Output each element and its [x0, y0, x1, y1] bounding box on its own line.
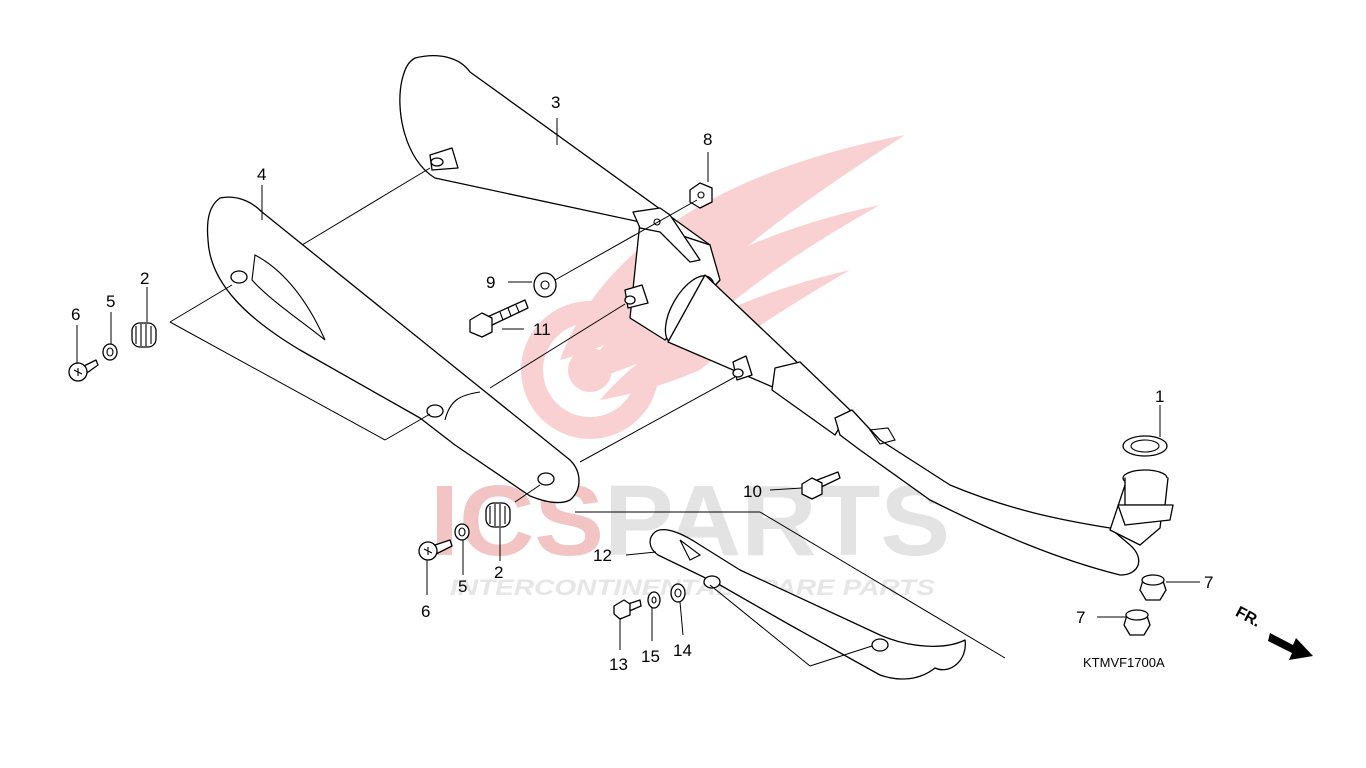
- diagram-code: KTMVF1700A: [1083, 655, 1165, 670]
- callout-13: 13: [609, 655, 628, 674]
- muffler-protector: [206, 196, 580, 504]
- svg-text:INTERCONTINENTAL SPARE PARTS: INTERCONTINENTAL SPARE PARTS: [450, 575, 935, 600]
- callout-5: 5: [106, 292, 115, 311]
- nut-icon: [689, 182, 713, 209]
- callout-9: 9: [486, 273, 495, 292]
- callout-10: 10: [743, 482, 762, 501]
- callout-7: 7: [1204, 573, 1213, 592]
- callout-leaders: [76, 118, 1200, 650]
- gasket-icon: [1122, 435, 1168, 457]
- callout-4: 4: [257, 165, 266, 184]
- assembly-lines: [169, 167, 1006, 667]
- exhaust-pipe-protector: [649, 529, 966, 680]
- screw-icon: [68, 359, 99, 382]
- collar-icon: [454, 523, 470, 541]
- watermark-tagline-a: INTERCONTINENTAL: [450, 575, 732, 600]
- watermark-brand: ICSPARTS INTERCONTINENTAL SPARE PARTS: [430, 465, 950, 600]
- washer-icon: [533, 272, 557, 298]
- clip-nut-icon: [1123, 609, 1151, 636]
- hardware: [68, 182, 1168, 636]
- callout-11: 11: [533, 320, 551, 339]
- callout-3: 3: [551, 93, 560, 112]
- front-direction-indicator: FR.: [1233, 604, 1313, 660]
- washer-icon: [647, 591, 661, 609]
- callout-12: 12: [593, 546, 612, 565]
- callout-numbers: 1 2 2 3 4 5 5 6 6 7 7 8 9 10 11 12 13 14…: [71, 93, 1213, 674]
- bolt-icon: [801, 471, 841, 500]
- callout-2: 2: [140, 269, 149, 288]
- callout-7: 7: [1076, 608, 1085, 627]
- flange-bolt-icon: [469, 299, 529, 338]
- screw-icon: [613, 599, 642, 620]
- callout-6: 6: [421, 602, 430, 621]
- callout-2: 2: [494, 563, 503, 582]
- clip-nut-icon: [1139, 574, 1167, 601]
- callout-8: 8: [703, 130, 712, 149]
- callout-5: 5: [458, 577, 467, 596]
- direction-label: FR.: [1233, 604, 1264, 631]
- collar-icon: [102, 343, 118, 361]
- washer-icon: [670, 583, 686, 603]
- grommet-icon: [485, 502, 511, 528]
- callout-1: 1: [1155, 387, 1164, 406]
- grommet-icon: [131, 322, 157, 348]
- arrow-right-icon: [1268, 633, 1313, 660]
- callout-15: 15: [641, 647, 660, 666]
- watermark-brand-parts: PARTS: [604, 465, 950, 577]
- callout-14: 14: [673, 641, 692, 660]
- screw-icon: [418, 539, 453, 561]
- callout-6: 6: [71, 305, 80, 324]
- svg-text:ICSPARTS: ICSPARTS: [430, 465, 950, 577]
- muffler-assembly: [399, 55, 1174, 576]
